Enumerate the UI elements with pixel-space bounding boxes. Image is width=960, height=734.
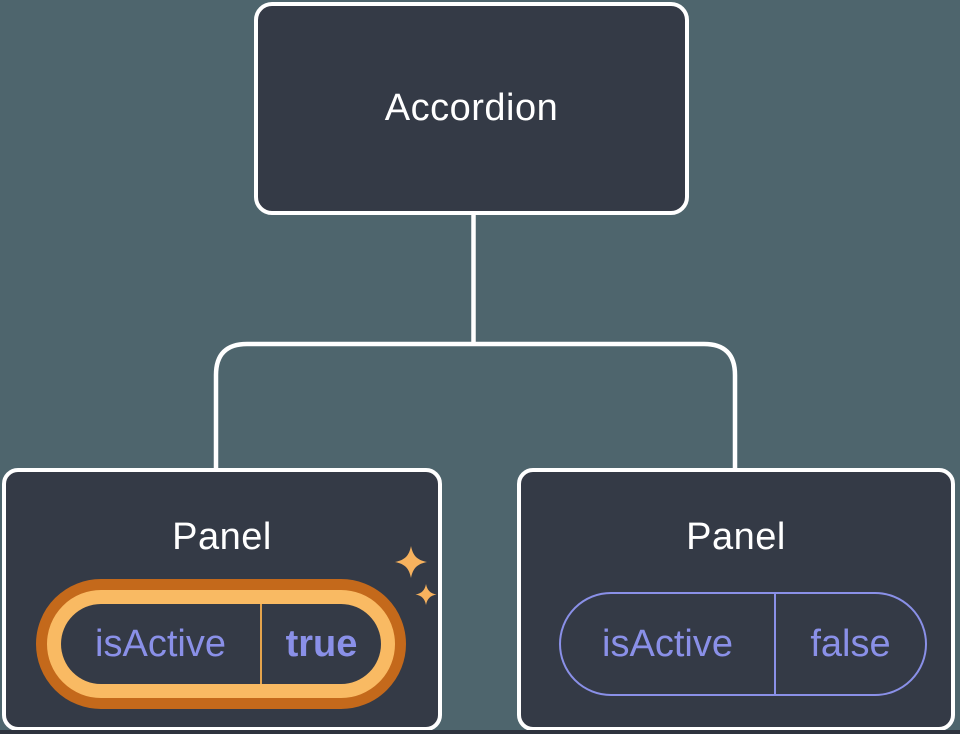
accordion-node-label: Accordion	[384, 87, 559, 129]
panel-component-node-active: Panel isActive true	[2, 468, 442, 731]
state-pill-divider	[260, 604, 262, 684]
panel-component-node-inactive: Panel isActive false	[517, 468, 955, 731]
state-pill-inactive: isActive false	[559, 592, 927, 696]
state-pill-highlight-ring: isActive true	[36, 579, 406, 709]
sparkle-icon	[415, 584, 437, 605]
bottom-edge-strip	[0, 730, 960, 734]
state-key-label: isActive	[95, 622, 226, 665]
state-value-label: true	[285, 622, 358, 665]
panel-node-label: Panel	[172, 516, 272, 558]
sparkle-icon	[395, 546, 427, 578]
state-pill-divider	[774, 594, 776, 694]
accordion-component-node: Accordion	[254, 2, 689, 215]
state-value-label: false	[810, 622, 891, 665]
branch-bracket-connector	[213, 341, 738, 470]
state-key-label: isActive	[602, 622, 733, 665]
state-pill-active: isActive true	[61, 604, 381, 684]
panel-node-label: Panel	[686, 516, 786, 558]
